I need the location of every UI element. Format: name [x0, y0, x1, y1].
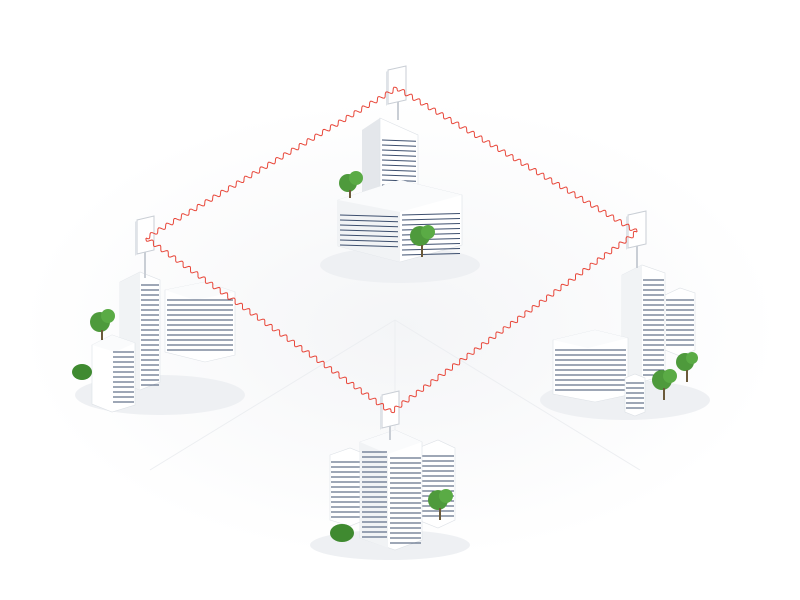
building	[417, 439, 456, 529]
window-row	[381, 154, 417, 157]
window-row	[381, 139, 417, 142]
building	[91, 334, 136, 413]
tree	[652, 369, 677, 400]
building	[359, 429, 423, 551]
window-row	[401, 243, 461, 246]
antenna-west	[135, 215, 155, 278]
window-row	[401, 213, 461, 216]
wireless-link-east-south	[390, 230, 638, 414]
window-row	[401, 253, 461, 256]
window-row	[381, 164, 417, 167]
building	[624, 373, 646, 417]
window-row	[381, 149, 417, 152]
tree	[339, 171, 363, 198]
tree	[410, 225, 435, 257]
shrub	[72, 364, 92, 380]
building	[552, 329, 629, 403]
site-south	[310, 390, 470, 560]
window-row	[339, 244, 399, 248]
building-windows	[331, 461, 364, 518]
window-row	[381, 144, 417, 147]
window-row	[339, 229, 399, 233]
shrub	[330, 524, 354, 542]
site-east	[540, 210, 710, 420]
building	[337, 179, 463, 263]
building-windows	[555, 349, 626, 391]
window-row	[339, 224, 399, 228]
building	[664, 287, 696, 357]
antenna-north	[386, 65, 407, 120]
building-windows	[113, 351, 134, 403]
tree	[676, 352, 698, 382]
wireless-links	[145, 86, 638, 414]
window-row	[381, 169, 417, 172]
window-row	[339, 239, 399, 243]
wireless-link-west-south	[145, 238, 392, 412]
building-shadow	[320, 247, 480, 283]
tree	[90, 309, 115, 340]
site-north	[320, 65, 480, 283]
site-west	[72, 215, 245, 415]
window-row	[381, 174, 417, 177]
building-windows	[362, 451, 421, 544]
ground-plane	[20, 100, 780, 560]
tree	[428, 489, 453, 520]
window-row	[401, 248, 461, 251]
window-row	[339, 214, 399, 218]
building	[329, 447, 366, 527]
building-windows	[626, 382, 644, 409]
building-windows	[643, 279, 664, 376]
window-row	[401, 223, 461, 226]
building	[621, 264, 666, 383]
building	[164, 281, 236, 363]
building-windows	[666, 299, 694, 346]
window-row	[401, 218, 461, 221]
window-row	[339, 234, 399, 238]
building-windows	[141, 284, 159, 386]
wireless-link-north-west	[145, 86, 398, 240]
window-row	[381, 159, 417, 162]
building-windows	[167, 299, 233, 351]
wireless-link-north-east	[396, 87, 638, 233]
window-row	[339, 219, 399, 223]
